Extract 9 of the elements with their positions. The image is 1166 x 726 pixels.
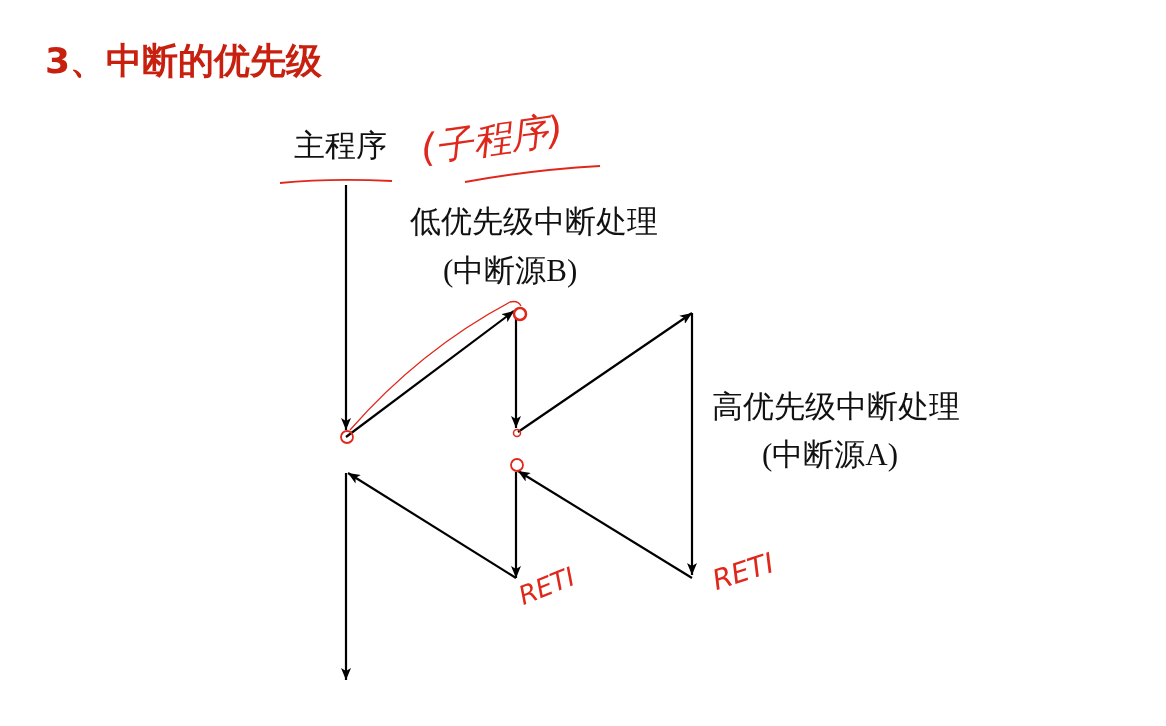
handwritten-note: RETI — [708, 547, 778, 598]
source-label: (中断源A) — [762, 437, 899, 473]
routine-label: 低优先级中断处理 — [410, 204, 658, 240]
handwritten-note: (子程序) — [417, 108, 566, 172]
source-label: (中断源B) — [443, 253, 578, 289]
handwritten-note: RETI — [514, 562, 580, 612]
slide-title: 3、中断的优先级 — [45, 40, 323, 82]
main-program-label: 主程序 — [294, 128, 387, 164]
routine-label: 高优先级中断处理 — [712, 389, 960, 425]
